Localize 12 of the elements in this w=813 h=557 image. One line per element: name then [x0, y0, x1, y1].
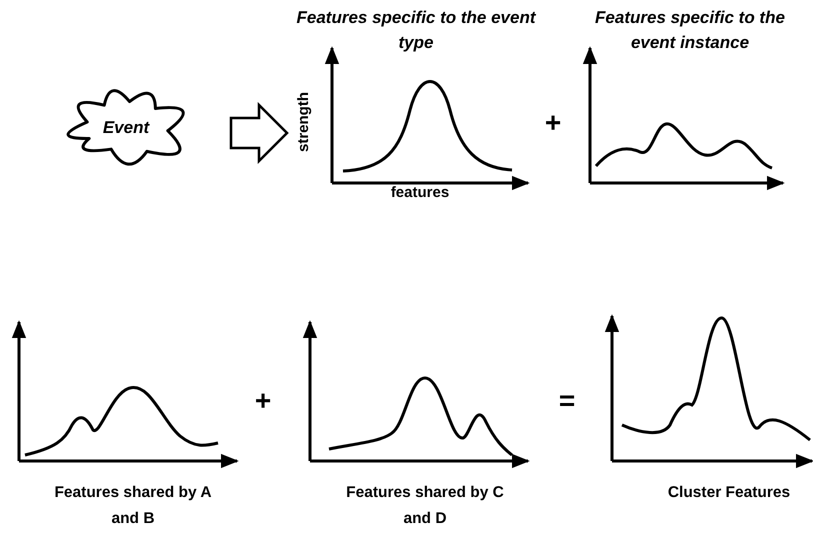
chart-caption: Features shared by A and B	[53, 483, 213, 529]
chart-title: Features specific to the event instance	[594, 7, 786, 54]
axis-label: features	[390, 184, 450, 202]
plus-sign: +	[544, 108, 562, 138]
shape-label: Event	[102, 117, 151, 139]
chart-title: Features specific to the event type	[296, 7, 536, 54]
chart-caption: Cluster Features	[666, 483, 792, 503]
plus-sign: +	[254, 386, 272, 416]
equals-sign: =	[558, 386, 576, 416]
axis-label: strength	[295, 92, 313, 152]
block-arrow	[230, 102, 289, 164]
chart-caption: Features shared by C and D	[345, 483, 505, 529]
